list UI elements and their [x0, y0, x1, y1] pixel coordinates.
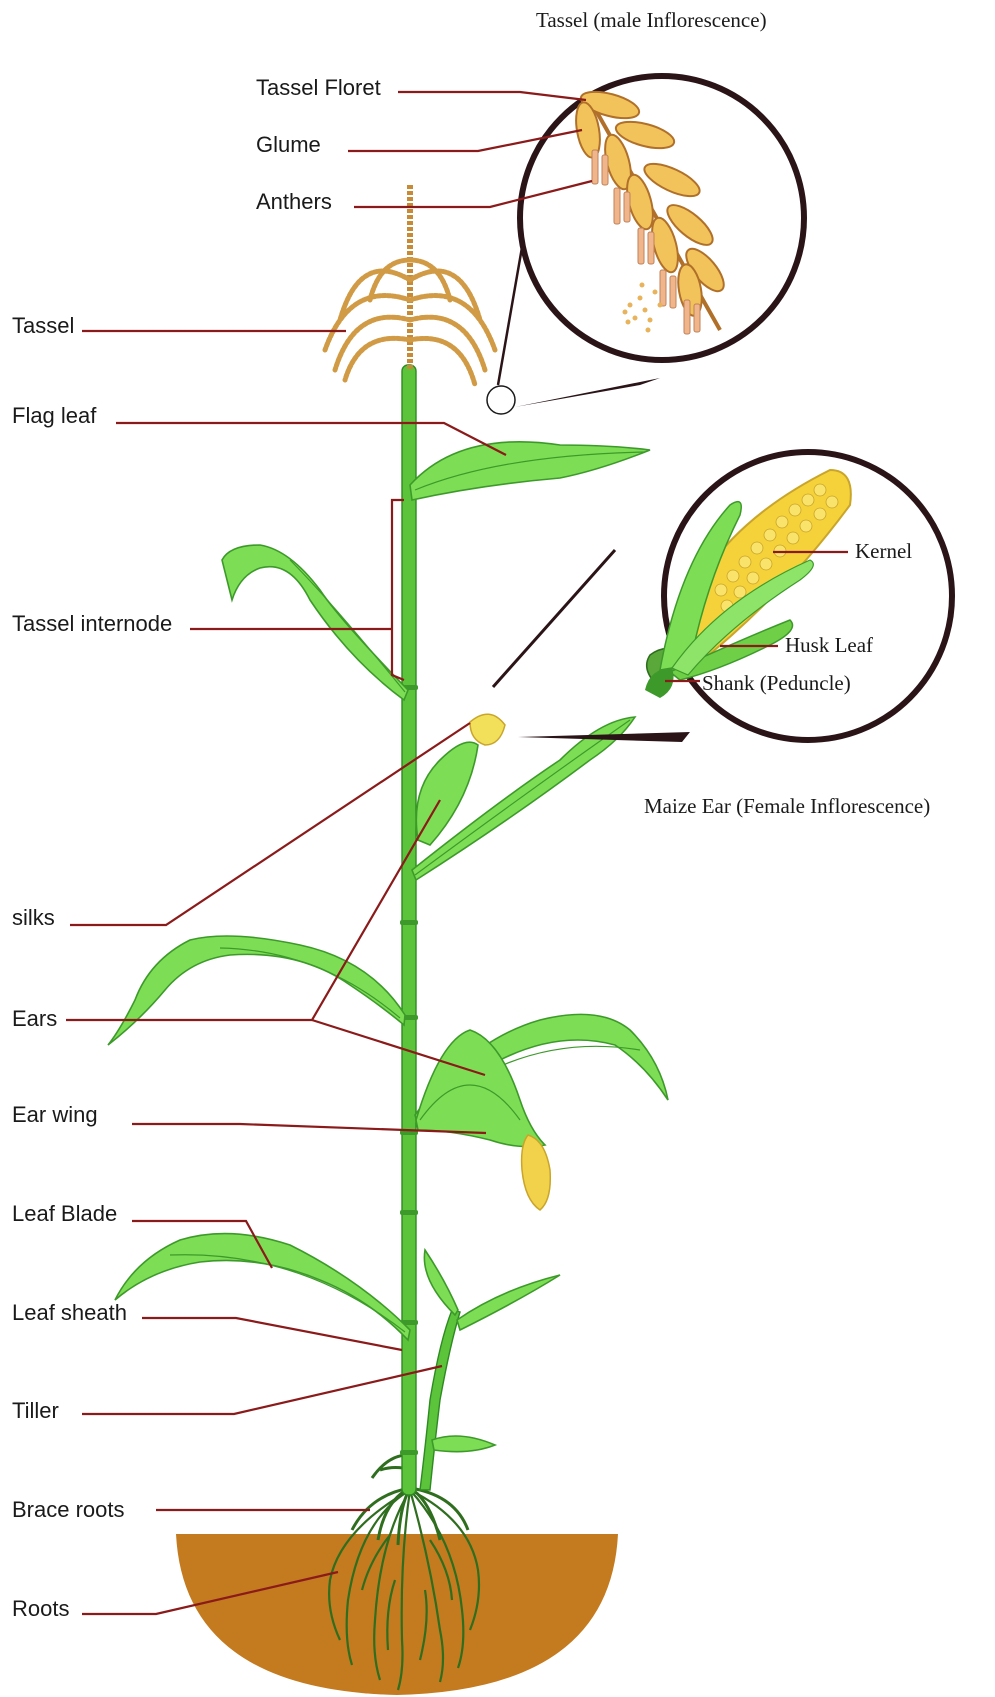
inset-pointer-wedge-tassel — [515, 378, 660, 407]
tassel-floret-highlight — [487, 386, 515, 414]
glume-label: Glume — [256, 132, 321, 157]
tassel-internode-label: Tassel internode — [12, 611, 172, 636]
tassel-graphic — [325, 185, 495, 385]
brace-roots-label: Brace roots — [12, 1497, 125, 1522]
leaf-sheath-leader — [142, 1318, 402, 1350]
upper-left-leaf-graphic — [222, 545, 408, 700]
husk-leaf-label: Husk Leaf — [785, 633, 873, 657]
ears-leader — [66, 800, 440, 1020]
roots-label: Roots — [12, 1596, 69, 1621]
lower-ear-graphic — [416, 1030, 550, 1210]
leaf-blade-label: Leaf Blade — [12, 1201, 117, 1226]
inset-pointer-line-ear — [493, 550, 615, 687]
tiller-label: Tiller — [12, 1398, 59, 1423]
shank-label: Shank (Peduncle) — [702, 671, 851, 695]
ear-caption: Maize Ear (Female Inflorescence) — [644, 794, 930, 818]
anthers-label: Anthers — [256, 189, 332, 214]
tiller-graphic — [420, 1250, 560, 1490]
tassel-floret-leader — [398, 92, 586, 100]
silks-label: silks — [12, 905, 55, 930]
tassel-floret-label: Tassel Floret — [256, 75, 381, 100]
tassel-label: Tassel — [12, 313, 74, 338]
tassel-caption: Tassel (male Inflorescence) — [536, 8, 767, 32]
kernel-label: Kernel — [855, 539, 912, 563]
soil — [176, 1534, 618, 1695]
flag-leaf-leader — [116, 423, 506, 455]
middle-left-leaf-graphic — [108, 936, 405, 1045]
ear-wing-label: Ear wing — [12, 1102, 98, 1127]
leaf-sheath-label: Leaf sheath — [12, 1300, 127, 1325]
ears-label: Ears — [12, 1006, 57, 1031]
flag-leaf-label: Flag leaf — [12, 403, 97, 428]
tiller-leader — [82, 1366, 442, 1414]
flag-leaf-graphic — [410, 442, 650, 500]
